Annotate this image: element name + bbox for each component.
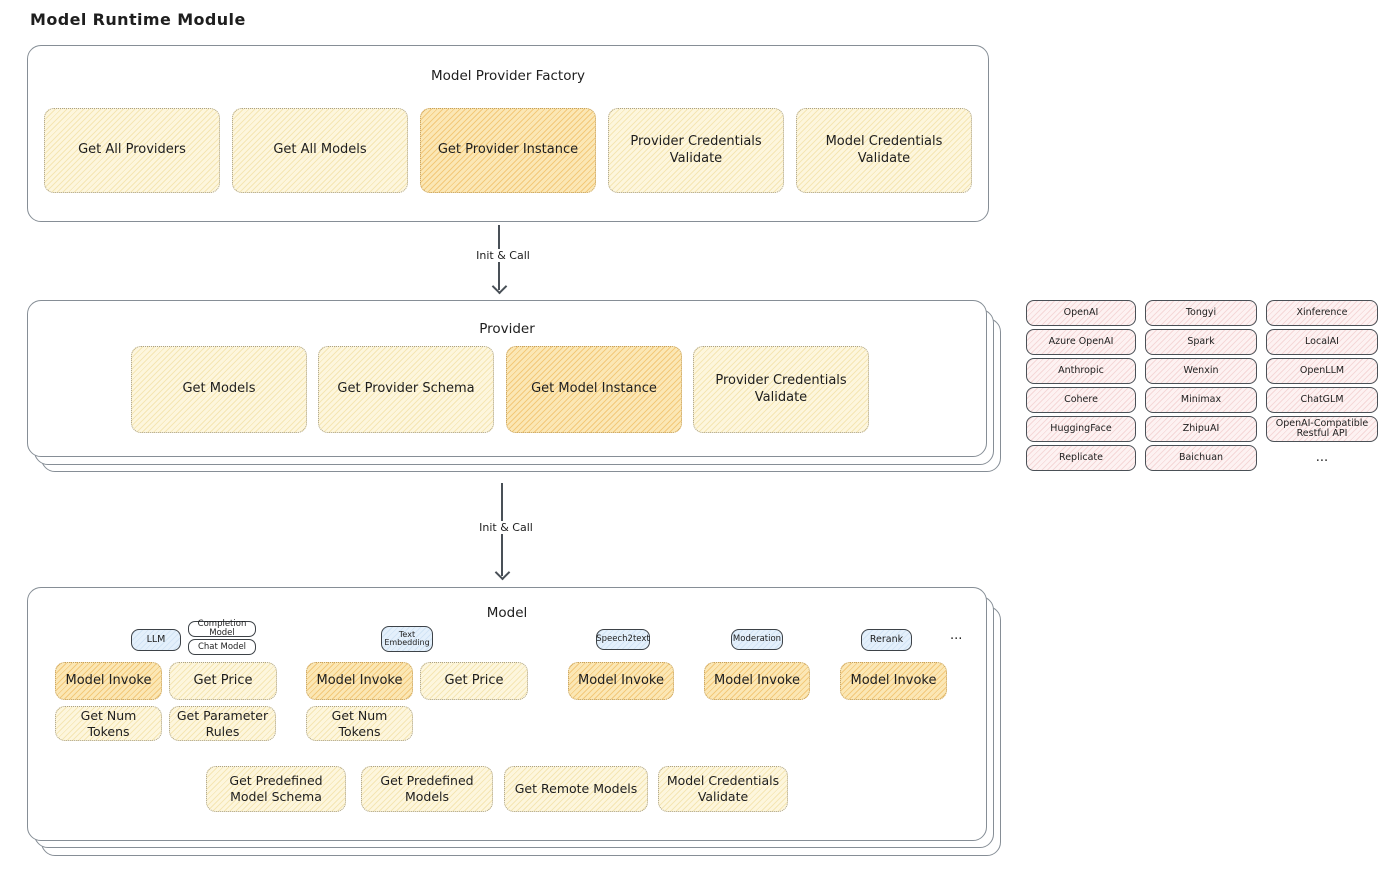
node-embedding-get-num-tokens: Get Num Tokens [306,706,413,741]
node-embedding-get-price: Get Price [420,662,528,700]
node-get-all-models: Get All Models [232,108,408,193]
model-panel: Model LLM Completion Model Chat Model Te… [27,587,987,841]
arrow-label-init-call-1: Init & Call [455,249,551,262]
provider-chip: ZhipuAI [1145,416,1257,442]
factory-panel: Model Provider Factory Get All Providers… [27,45,989,222]
node-model-credentials-validate-2: Model Credentials Validate [658,766,788,812]
node-get-all-providers: Get All Providers [44,108,220,193]
node-get-model-instance: Get Model Instance [506,346,682,433]
provider-chip: ChatGLM [1266,387,1378,413]
page-title: Model Runtime Module [30,10,246,29]
provider-chip: Baichuan [1145,445,1257,471]
provider-chip: Tongyi [1145,300,1257,326]
node-llm-get-price: Get Price [169,662,277,700]
tag-speech2text: Speech2text [596,629,650,650]
node-rerank-model-invoke: Model Invoke [840,662,947,700]
provider-chip: Cohere [1026,387,1136,413]
provider-panel-title: Provider [479,321,535,337]
provider-chip: OpenAI [1026,300,1136,326]
model-tags-ellipsis: ... [950,628,963,643]
provider-chip: Wenxin [1145,358,1257,384]
provider-list-grid: OpenAI Tongyi Xinference Azure OpenAI Sp… [1026,300,1378,471]
provider-panel: Provider Get Models Get Provider Schema … [27,300,987,457]
provider-chip: Spark [1145,329,1257,355]
provider-chip: HuggingFace [1026,416,1136,442]
provider-chip: OpenLLM [1266,358,1378,384]
node-get-provider-instance: Get Provider Instance [420,108,596,193]
node-llm-get-num-tokens: Get Num Tokens [55,706,162,741]
node-provider-credentials-validate: Provider Credentials Validate [608,108,784,193]
tag-text-embedding: Text Embedding [381,626,433,652]
tag-rerank: Rerank [861,629,912,651]
node-llm-model-invoke: Model Invoke [55,662,162,700]
tag-completion-model: Completion Model [188,620,256,637]
node-get-remote-models: Get Remote Models [504,766,648,812]
tag-llm: LLM [131,629,181,651]
model-panel-title: Model [486,605,528,621]
tag-moderation: Moderation [731,629,783,650]
tag-chat-model: Chat Model [188,639,256,655]
provider-chip: Replicate [1026,445,1136,471]
node-embedding-model-invoke: Model Invoke [306,662,413,700]
node-get-predefined-models: Get Predefined Models [361,766,493,812]
node-llm-get-parameter-rules: Get Parameter Rules [169,706,276,741]
node-model-credentials-validate: Model Credentials Validate [796,108,972,193]
provider-chip: LocalAI [1266,329,1378,355]
node-get-models: Get Models [131,346,307,433]
provider-chip: Xinference [1266,300,1378,326]
factory-panel-title: Model Provider Factory [430,68,585,84]
provider-chip: Anthropic [1026,358,1136,384]
arrow-label-init-call-2: Init & Call [458,521,554,534]
provider-list-ellipsis: ... [1315,450,1329,466]
node-speech2text-model-invoke: Model Invoke [568,662,674,700]
provider-chip: OpenAI-Compatible Restful API [1266,416,1378,442]
provider-chip: Azure OpenAI [1026,329,1136,355]
node-get-predefined-model-schema: Get Predefined Model Schema [206,766,346,812]
provider-chip: Minimax [1145,387,1257,413]
node-provider-credentials-validate-2: Provider Credentials Validate [693,346,869,433]
node-moderation-model-invoke: Model Invoke [704,662,810,700]
node-get-provider-schema: Get Provider Schema [318,346,494,433]
